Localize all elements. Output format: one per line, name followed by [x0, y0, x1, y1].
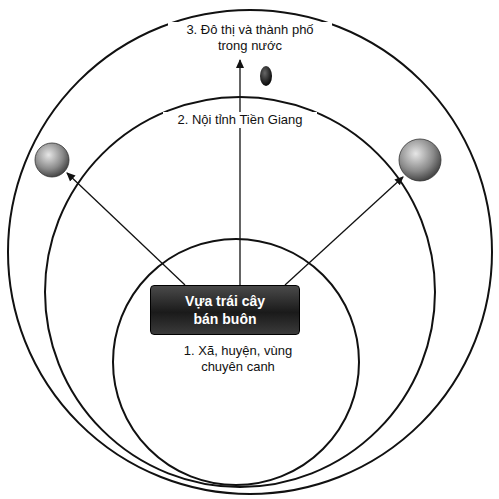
region-circle	[8, 10, 492, 494]
region-label: 3. Đô thị và thành phố trong nước	[168, 22, 332, 54]
market-sphere	[399, 139, 441, 181]
flow-arrow	[285, 177, 403, 285]
region-circle	[45, 97, 435, 487]
region-label: 1. Xã, huyện, vùng chuyên canh	[161, 343, 315, 375]
box-label: Vựa trái cây bán buôn	[173, 292, 277, 328]
province-region: 2. Nội tỉnh Tiền Giang 1. Xã, huyện, vùng…	[44, 96, 436, 488]
region-circle	[113, 239, 359, 485]
market-sphere	[35, 143, 69, 177]
outer-region: 3. Đô thị và thành phố trong nước 2. Nội …	[7, 9, 493, 495]
market-dot	[260, 66, 272, 86]
wholesale-box: Vựa trái cây bán buôn	[150, 285, 300, 335]
region-label: 2. Nội tỉnh Tiền Giang	[163, 112, 317, 128]
flow-arrow	[239, 60, 240, 285]
flow-arrow	[67, 173, 185, 285]
local-region: 1. Xã, huyện, vùng chuyên canh Vựa trái c…	[112, 238, 360, 486]
region-outline	[7, 9, 493, 495]
